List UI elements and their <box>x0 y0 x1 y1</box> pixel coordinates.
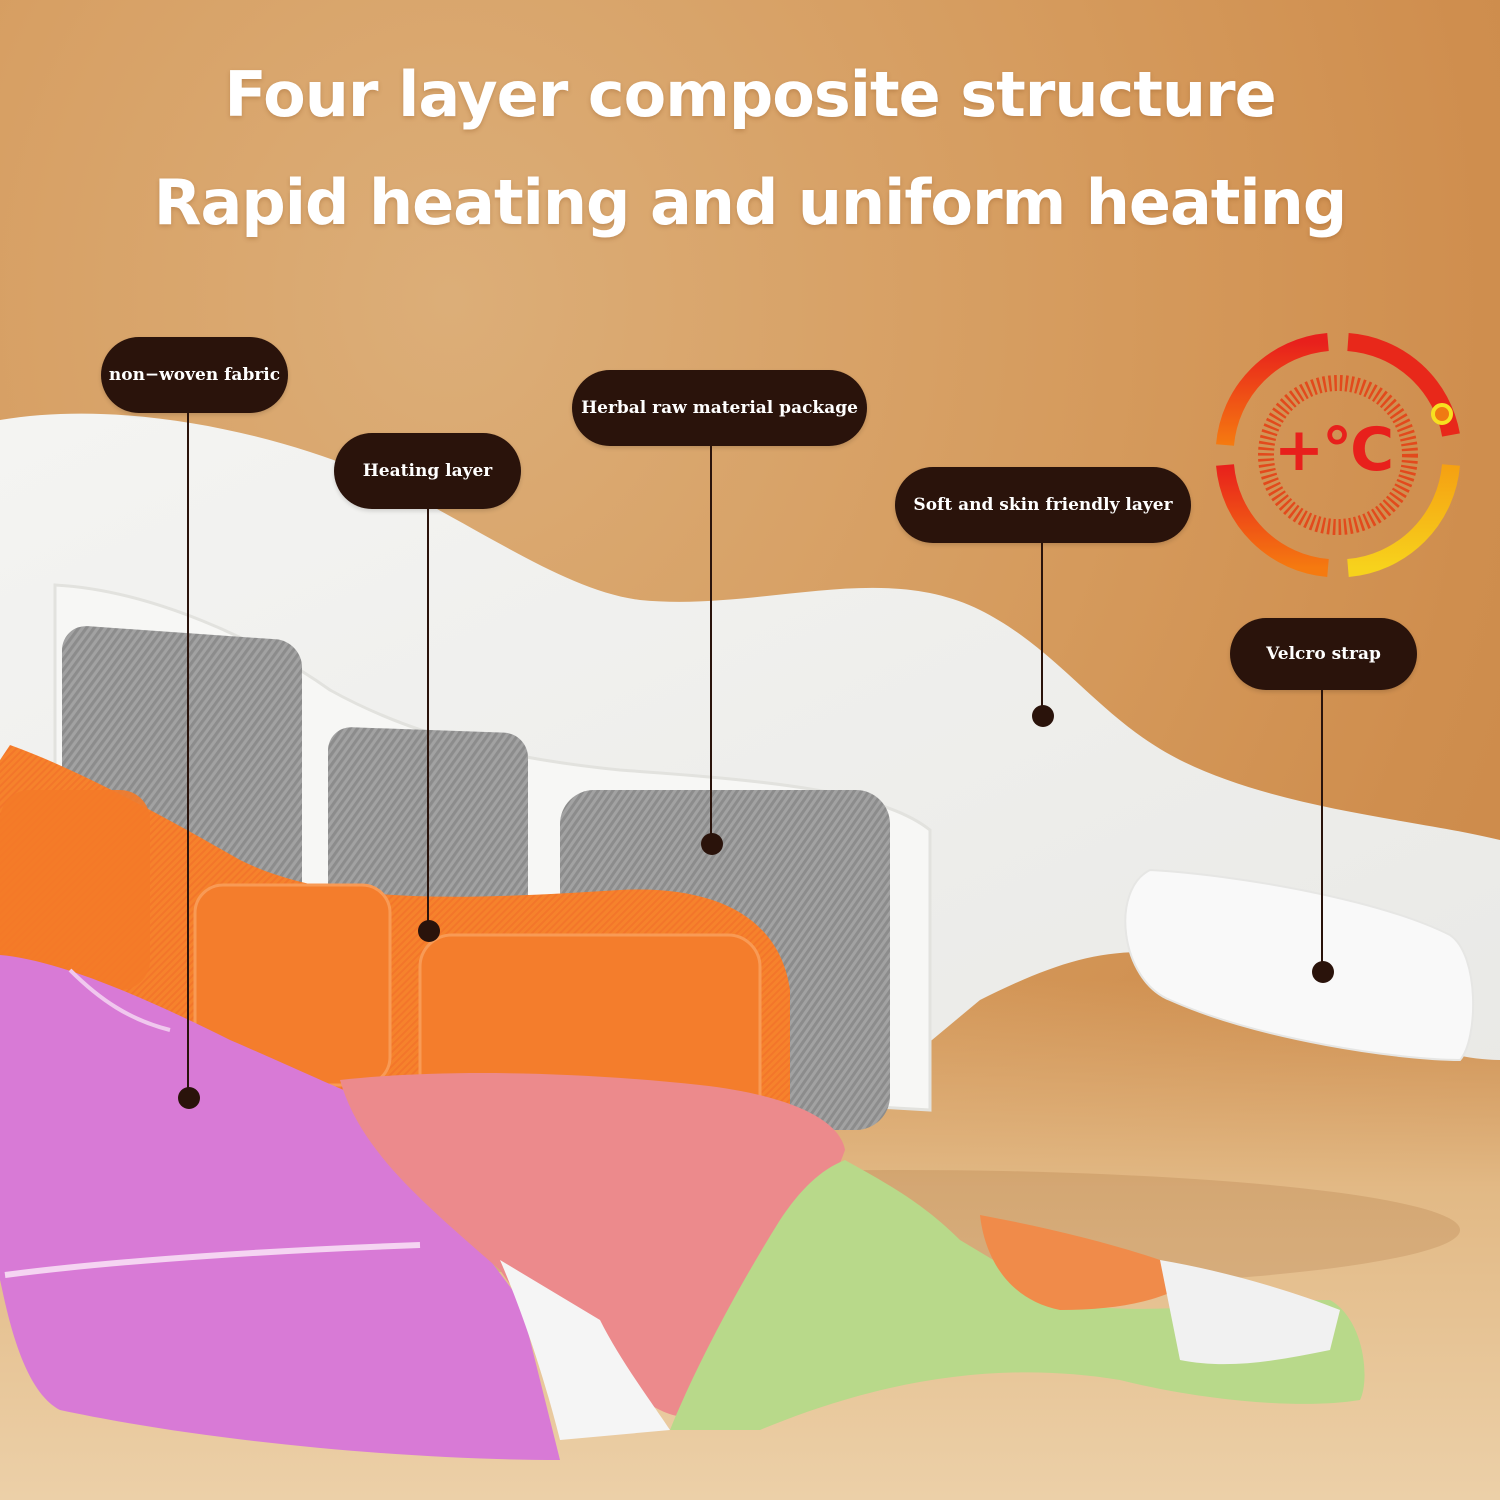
label-text: Heating layer <box>362 461 493 481</box>
label-skin-friendly-layer: Soft and skin friendly layer <box>895 467 1191 543</box>
marker-dot-skin-friendly-layer <box>1032 705 1054 727</box>
marker-dot-herbal-package <box>701 833 723 855</box>
leader-line-heating-layer <box>427 509 429 929</box>
outer-magenta-panel <box>0 955 560 1460</box>
label-text: Velcro strap <box>1266 644 1381 664</box>
leader-line-skin-friendly-layer <box>1041 543 1043 715</box>
label-non-woven-fabric: non−woven fabric <box>101 337 288 413</box>
marker-dot-velcro-strap <box>1312 961 1334 983</box>
label-text: Herbal raw material package <box>581 398 858 418</box>
headline-line-1: Four layer composite structure <box>224 58 1276 131</box>
leader-line-herbal-package <box>710 446 712 844</box>
thermometer-dial-icon <box>1216 333 1460 577</box>
label-heating-layer: Heating layer <box>334 433 521 509</box>
label-velcro-strap: Velcro strap <box>1230 618 1417 690</box>
outer-white-band <box>500 1260 670 1440</box>
outer-green-panel <box>670 1160 1365 1430</box>
label-herbal-package: Herbal raw material package <box>572 370 867 446</box>
headline-line-2: Rapid heating and uniform heating <box>153 166 1347 239</box>
velcro-strap-shape <box>1124 868 1475 1062</box>
label-text: Soft and skin friendly layer <box>913 495 1173 515</box>
temperature-plus-celsius-label: +°C <box>1273 415 1394 485</box>
marker-dot-heating-layer <box>418 920 440 942</box>
outer-orange-panel <box>980 1215 1200 1310</box>
marker-dot-non-woven-fabric <box>178 1087 200 1109</box>
leader-line-non-woven-fabric <box>187 413 189 1098</box>
label-text: non−woven fabric <box>108 365 281 385</box>
leader-line-velcro-strap <box>1321 690 1323 972</box>
